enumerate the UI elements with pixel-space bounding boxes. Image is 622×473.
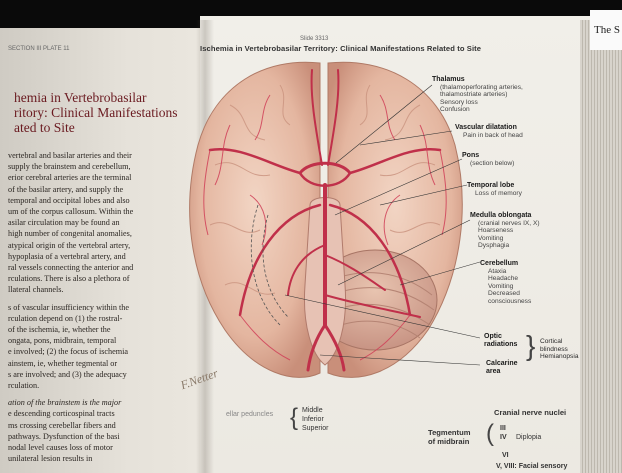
newspaper-corner: The S xyxy=(590,10,622,50)
section-title-line: hemia in Vertebrobasilar xyxy=(14,90,177,105)
label-cranial-nerve-nuclei: Cranial nerve nuclei xyxy=(494,408,566,417)
label-line: Confusion xyxy=(432,106,523,114)
nerve-iii: III xyxy=(500,425,506,432)
label-diplopia: Diplopia xyxy=(516,433,541,442)
label-title: Thalamus xyxy=(432,76,465,83)
label-line: consciousness xyxy=(480,298,531,306)
newspaper-text: The S xyxy=(594,24,620,36)
label-line: of midbrain xyxy=(428,437,469,446)
label-line: Cortical xyxy=(540,338,562,345)
label-line: Pain in back of head xyxy=(455,132,523,140)
label-line: Vomiting xyxy=(480,283,531,291)
label-cerebellar-peduncles: ellar peduncles xyxy=(226,410,273,419)
label-optic-radiations: Optic radiations xyxy=(484,333,517,348)
label-line: Headache xyxy=(480,275,531,283)
bracket: } xyxy=(526,332,535,360)
body-line: pathways. Dysfunction of the basi xyxy=(8,431,203,442)
label-title: Medulla oblongata xyxy=(470,212,531,219)
label-cerebellum: Cerebellum Ataxia Headache Vomiting Decr… xyxy=(480,260,531,306)
page-header: Ischemia in Vertebrobasilar Territory: C… xyxy=(200,44,481,53)
right-folio: Slide 3313 xyxy=(300,36,328,42)
left-folio: SECTION III PLATE 11 xyxy=(8,46,69,52)
section-title: hemia in Vertebrobasilar ritory: Clinica… xyxy=(14,90,177,135)
label-title: Temporal lobe xyxy=(467,182,514,189)
peduncle-inferior: Inferior xyxy=(302,416,324,423)
label-title: radiations xyxy=(484,341,517,348)
label-vascular-dilatation: Vascular dilatation Pain in back of head xyxy=(455,124,523,139)
label-line: Sensory loss xyxy=(432,99,523,107)
label-line: Hoarseness xyxy=(470,227,540,235)
label-thalamus: Thalamus (thalamoperforating arteries, t… xyxy=(432,76,523,114)
peduncle-middle: Middle xyxy=(302,407,323,414)
label-line: Loss of memory xyxy=(467,190,522,198)
nerve-iii-iv: III IV xyxy=(500,424,507,442)
page-edges xyxy=(580,20,622,473)
label-title: Optic xyxy=(484,333,502,340)
nerve-vi: VI xyxy=(502,451,509,460)
body-line: e descending corticospinal tracts xyxy=(8,408,203,419)
label-title: area xyxy=(486,368,500,375)
label-line: Decreased xyxy=(480,290,531,298)
label-line: Ataxia xyxy=(480,268,531,276)
label-line: Tegmentum xyxy=(428,428,470,437)
body-line: ms crossing cerebellar fibers and xyxy=(8,420,203,431)
label-tegmentum: Tegmentum of midbrain xyxy=(428,428,470,446)
bracket: ( xyxy=(486,420,494,448)
label-title: Calcarine xyxy=(486,360,518,367)
bracket: { xyxy=(290,404,298,432)
label-temporal-lobe: Temporal lobe Loss of memory xyxy=(467,182,522,197)
body-line: unilateral lesion results in xyxy=(8,453,203,464)
label-title: Vascular dilatation xyxy=(455,124,517,131)
section-title-line: ritory: Clinical Manifestations xyxy=(14,105,177,120)
label-calcarine-area: Calcarine area xyxy=(486,360,518,375)
nerve-iv: IV xyxy=(500,434,507,441)
label-line: blindness xyxy=(540,346,568,353)
label-title: Cerebellum xyxy=(480,260,518,267)
peduncle-superior: Superior xyxy=(302,425,328,432)
body-line: nodal level causes loss of motor xyxy=(8,442,203,453)
label-line: thalamostriate arteries) xyxy=(432,91,523,99)
left-hemisphere xyxy=(190,62,320,377)
nerve-v-viii: V, VIII: Facial sensory xyxy=(496,462,567,471)
label-line: Vomiting xyxy=(470,235,540,243)
label-line: (cranial nerves IX, X) xyxy=(470,220,540,228)
label-line: Dysphagia xyxy=(470,242,540,250)
label-line: (thalamoperforating arteries, xyxy=(432,84,523,92)
label-line: Hemianopsia xyxy=(540,353,578,360)
peduncle-list: Middle Inferior Superior xyxy=(302,406,328,433)
label-line: (section below) xyxy=(462,160,514,168)
label-title: Pons xyxy=(462,152,479,159)
section-title-line: ated to Site xyxy=(14,120,177,135)
label-cortical-blindness: Cortical blindness Hemianopsia xyxy=(540,338,578,361)
label-pons: Pons (section below) xyxy=(462,152,514,167)
label-medulla: Medulla oblongata (cranial nerves IX, X)… xyxy=(470,212,540,250)
